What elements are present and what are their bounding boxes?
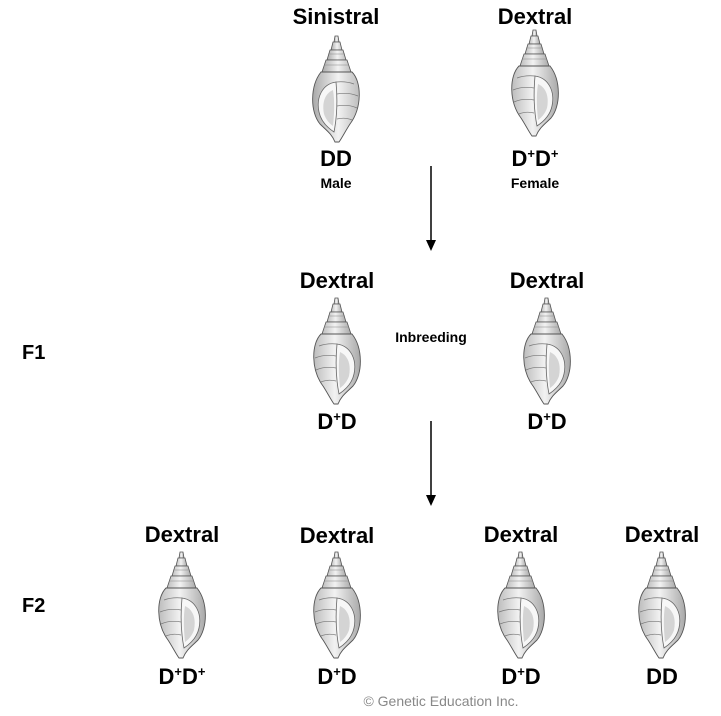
cross-arrow-2 — [426, 421, 436, 506]
f2-offspring-2-genotype: D+D — [317, 664, 357, 689]
dextral-shell-icon — [491, 550, 551, 660]
parent-left-sex: Male — [320, 175, 352, 191]
f1-right-genotype: D+D — [527, 409, 567, 434]
f1-left-phenotype: Dextral — [299, 268, 375, 293]
f1-right-phenotype: Dextral — [509, 268, 585, 293]
dextral-shell-icon — [632, 550, 692, 660]
f2-offspring-2-phenotype: Dextral — [299, 523, 375, 548]
dextral-shell-icon — [505, 28, 565, 138]
inbreeding-label: Inbreeding — [395, 329, 467, 345]
parent-left-phenotype: Sinistral — [292, 4, 380, 29]
generation-label-f2: F2 — [22, 595, 46, 617]
dextral-shell-icon — [152, 550, 212, 660]
parent-right-sex: Female — [510, 175, 560, 191]
dextral-shell-icon — [307, 296, 367, 406]
copyright-credit: © Genetic Education Inc. — [363, 693, 519, 709]
f2-offspring-4-phenotype: Dextral — [624, 522, 700, 547]
f2-offspring-1-genotype: D+D+ — [158, 664, 206, 689]
f2-offspring-3-phenotype: Dextral — [483, 522, 559, 547]
f2-offspring-4-genotype: DD — [646, 664, 678, 689]
cross-arrow-1 — [426, 166, 436, 251]
f2-offspring-1-phenotype: Dextral — [144, 522, 220, 547]
dextral-shell-icon — [517, 296, 577, 406]
dextral-shell-icon — [307, 550, 367, 660]
f1-left-genotype: D+D — [317, 409, 357, 434]
parent-right-phenotype: Dextral — [497, 4, 573, 29]
parent-right-genotype: D+D+ — [511, 146, 559, 171]
f2-offspring-3-genotype: D+D — [501, 664, 541, 689]
generation-label-f1: F1 — [22, 342, 46, 364]
sinistral-shell-icon — [306, 34, 366, 144]
parent-left-genotype: DD — [320, 146, 352, 171]
